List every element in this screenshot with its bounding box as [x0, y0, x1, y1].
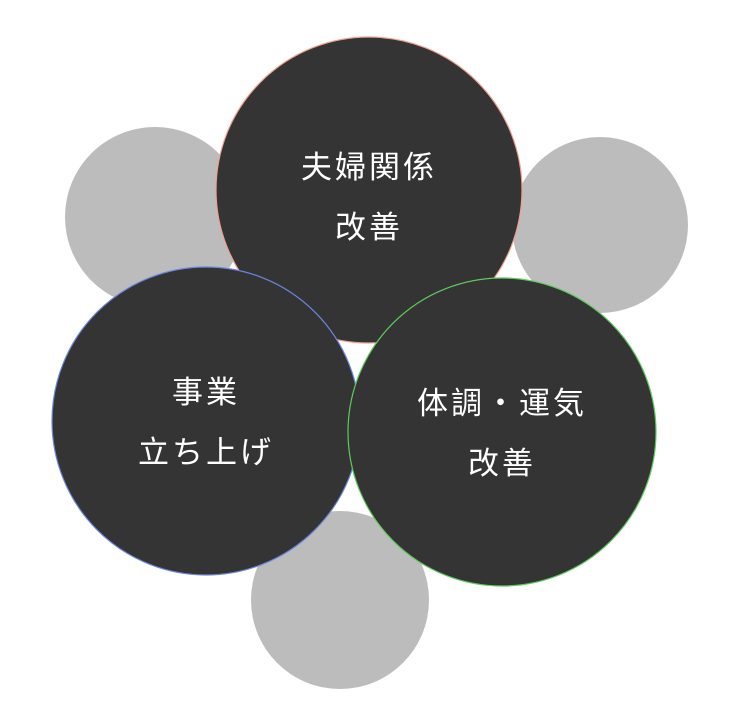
- circle-top-line-1: 夫婦関係: [301, 150, 437, 186]
- circle-top: 夫婦関係 改善: [215, 36, 523, 344]
- circle-right-line-2: 改善: [468, 446, 536, 482]
- circle-left: 事業 立ち上げ: [51, 266, 361, 576]
- circle-right-line-1: 体調・運気: [417, 386, 587, 422]
- gray-circle-bottom: [251, 511, 429, 689]
- gray-circle-top-right: [512, 137, 688, 313]
- circle-left-line-1: 事業: [172, 375, 240, 411]
- circle-right: 体調・運気 改善: [347, 277, 657, 587]
- circle-left-line-2: 立ち上げ: [138, 435, 274, 471]
- circle-top-line-2: 改善: [335, 210, 403, 246]
- gray-circle-top-left: [65, 127, 245, 307]
